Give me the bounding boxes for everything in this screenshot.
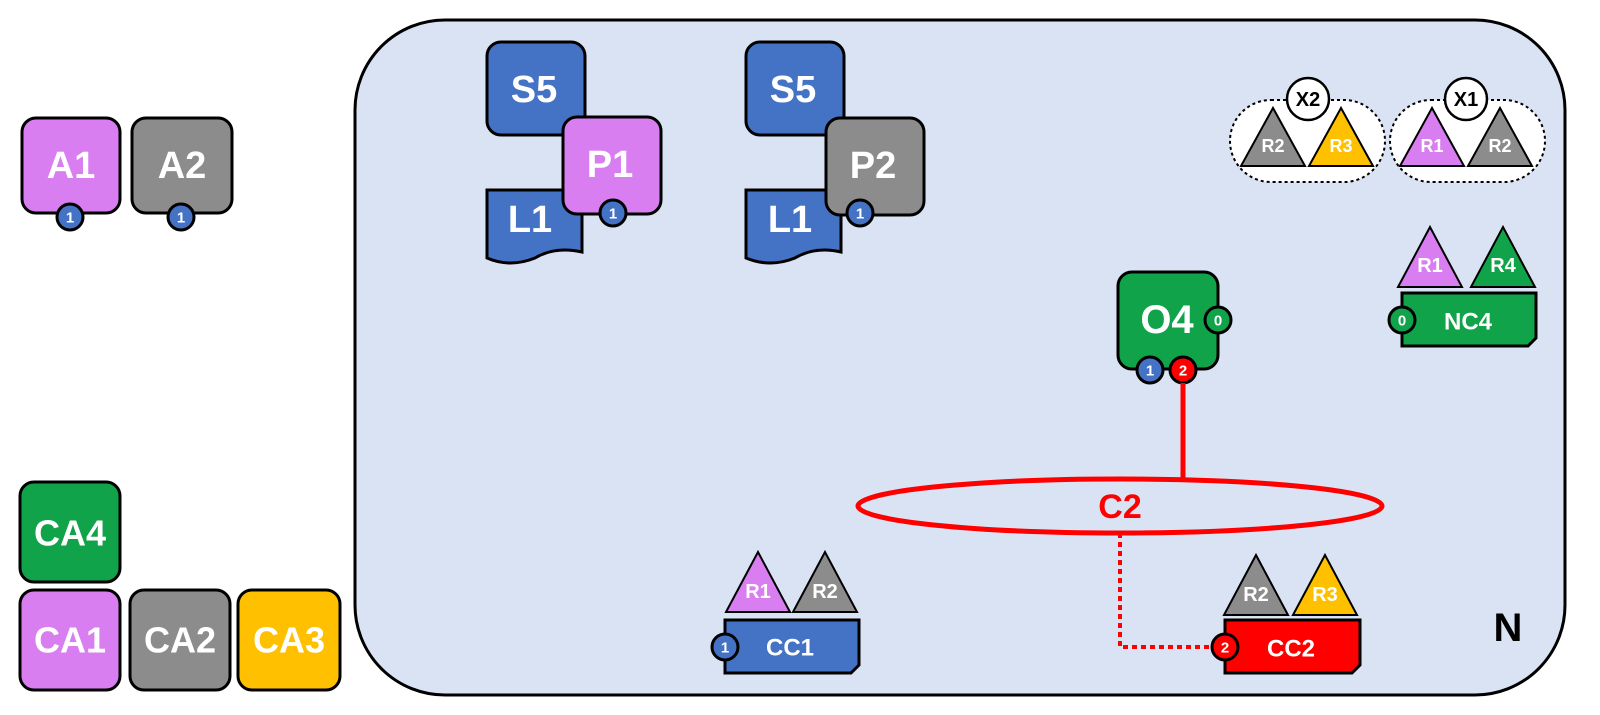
a2-node: A2 1	[130, 116, 234, 232]
ca4-label: CA4	[34, 513, 106, 554]
o4-label: O4	[1140, 298, 1194, 342]
network-label: N	[1494, 606, 1523, 650]
ca3-node: CA3	[236, 588, 342, 692]
o4-badge-right: 0	[1214, 313, 1222, 330]
cc1-node: R1 R2 CC1 1	[710, 549, 861, 675]
x2-label: X2	[1296, 89, 1320, 111]
a1-badge: 1	[66, 210, 74, 227]
group2-s-label: S5	[770, 69, 816, 111]
nc4-label: NC4	[1444, 309, 1493, 336]
x1-r-a: R1	[1420, 136, 1443, 156]
group1-badge: 1	[609, 206, 617, 223]
group2-stack: S5 L1 P2 1	[744, 40, 926, 265]
a2-label: A2	[158, 145, 207, 187]
nc4-badge: 0	[1398, 313, 1406, 330]
c2-label: C2	[1098, 488, 1141, 526]
x2-r-a: R2	[1261, 136, 1284, 156]
cc2-badge: 2	[1221, 640, 1229, 657]
o4-badge-b: 2	[1179, 363, 1187, 380]
x2-r-b: R3	[1329, 136, 1352, 156]
nc4-node: R1 R4 NC4 0	[1387, 224, 1538, 348]
a1-node: A1 1	[20, 116, 122, 232]
group1-l-label: L1	[508, 199, 552, 241]
x1-r-b: R2	[1488, 136, 1511, 156]
ca3-label: CA3	[253, 620, 325, 661]
ca4-node: CA4	[18, 480, 122, 584]
group1-s-label: S5	[511, 69, 557, 111]
cc1-r-b: R2	[812, 581, 838, 603]
group1-stack: S5 L1 P1 1	[485, 40, 663, 265]
o4-node: O4 0 1 2	[1116, 270, 1233, 385]
nc4-r-b: R4	[1490, 255, 1516, 277]
a1-label: A1	[47, 145, 96, 187]
cc2-r-a: R2	[1243, 584, 1269, 606]
ca1-label: CA1	[34, 620, 106, 661]
x2-cluster: R2 R3 X2	[1229, 76, 1386, 183]
cc2-node: R2 R3 CC2 2	[1210, 552, 1362, 675]
c2-cc2-link	[1118, 533, 1218, 649]
ca1-node: CA1	[18, 588, 122, 692]
group2-badge: 1	[856, 206, 864, 223]
ca2-label: CA2	[144, 620, 216, 661]
ca2-node: CA2	[128, 588, 232, 692]
x1-cluster: R1 R2 X1	[1389, 76, 1546, 183]
group2-l-label: L1	[768, 199, 812, 241]
nc4-r-a: R1	[1417, 255, 1443, 277]
cc1-r-a: R1	[745, 581, 771, 603]
a2-badge: 1	[177, 210, 185, 227]
cc2-label: CC2	[1267, 636, 1315, 663]
cc2-r-b: R3	[1312, 584, 1338, 606]
group2-p-label: P2	[850, 145, 896, 187]
x1-label: X1	[1454, 89, 1478, 111]
cc1-label: CC1	[766, 635, 814, 662]
cc1-badge: 1	[721, 640, 729, 657]
group1-p-label: P1	[587, 144, 633, 186]
o4-badge-a: 1	[1146, 363, 1154, 380]
